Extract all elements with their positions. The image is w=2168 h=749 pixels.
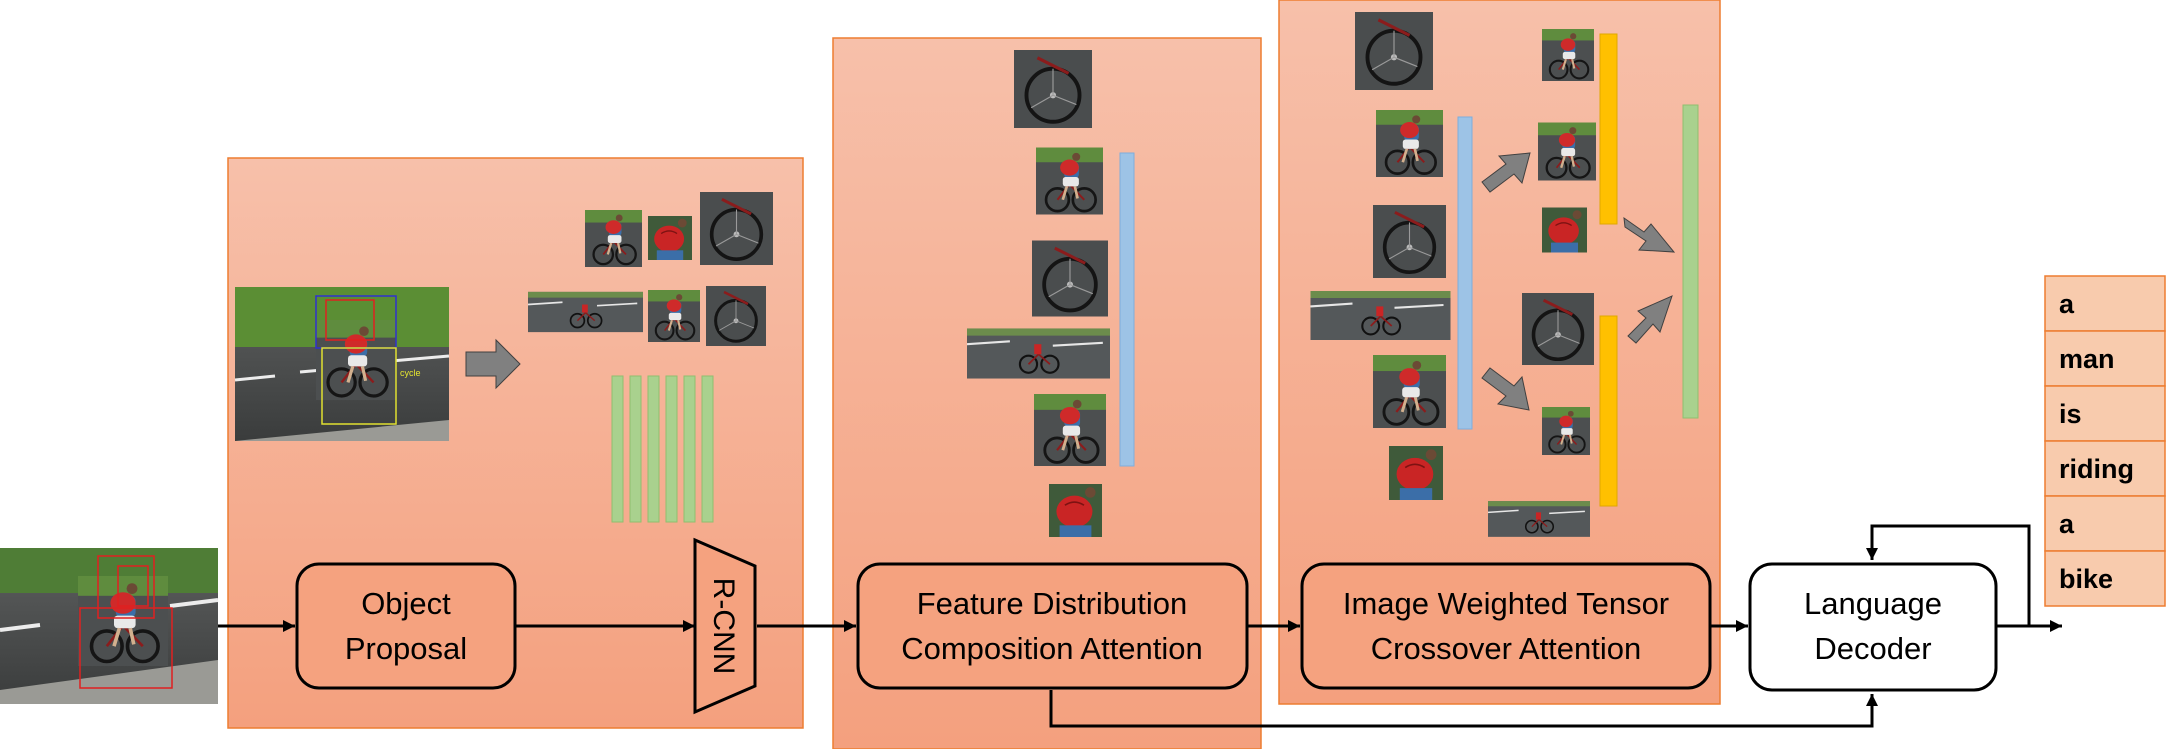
iwtca-blue-bar bbox=[1457, 116, 1473, 430]
iwtca-yellow-bar-lower bbox=[1599, 315, 1618, 507]
caption-word-cell: riding bbox=[2044, 440, 2166, 497]
iwtca-module: Image Weighted Tensor Crossover Attentio… bbox=[1300, 562, 1712, 690]
caption-word-box bbox=[2044, 550, 2166, 607]
rcnn-label: R-CNN bbox=[707, 578, 740, 675]
detection-class-label: cycle bbox=[400, 368, 421, 378]
language-decoder-module: Language Decoder bbox=[1748, 562, 1998, 692]
caption-word-box bbox=[2044, 330, 2166, 387]
caption-word-box bbox=[2044, 495, 2166, 552]
caption-word: riding bbox=[2059, 454, 2134, 484]
iwtca-yellow-bar-upper bbox=[1599, 33, 1618, 225]
input-image bbox=[0, 548, 219, 704]
fdca-line1: Feature Distribution bbox=[917, 586, 1188, 621]
iwtca-line1: Image Weighted Tensor bbox=[1343, 586, 1669, 621]
caption-word: is bbox=[2059, 399, 2082, 429]
proposal-feature-bars bbox=[611, 375, 714, 523]
caption-word-box bbox=[2044, 385, 2166, 442]
fdca-line2: Composition Attention bbox=[901, 631, 1203, 666]
caption-word: bike bbox=[2059, 564, 2113, 594]
fdca-feature-bar bbox=[1119, 152, 1135, 467]
caption-word-cell: bike bbox=[2044, 550, 2166, 607]
caption-word-cell: a bbox=[2044, 275, 2166, 332]
block-arrow-icon bbox=[1623, 216, 1676, 253]
caption-word-cell: a bbox=[2044, 495, 2166, 552]
caption-word: man bbox=[2059, 344, 2115, 374]
object-proposal-line2: Proposal bbox=[345, 631, 467, 666]
block-arrow-icon bbox=[1481, 152, 1531, 193]
block-arrow-icon bbox=[1481, 367, 1530, 411]
flow-connectors bbox=[218, 524, 2062, 728]
rcnn-module: R-CNN bbox=[693, 537, 757, 715]
caption-word: a bbox=[2059, 289, 2075, 319]
caption-word-cell: man bbox=[2044, 330, 2166, 387]
block-arrow-icon bbox=[465, 338, 521, 390]
object-proposal-module: Object Proposal bbox=[295, 562, 517, 690]
decoder-line2: Decoder bbox=[1814, 631, 1931, 666]
output-caption: a man is riding a bike bbox=[2044, 275, 2166, 607]
iwtca-green-bar bbox=[1682, 104, 1699, 419]
caption-word-box bbox=[2044, 440, 2166, 497]
object-proposal-line1: Object bbox=[361, 586, 451, 621]
block-arrow-icon bbox=[1627, 295, 1673, 344]
fdca-module: Feature Distribution Composition Attenti… bbox=[856, 562, 1249, 690]
iwtca-line2: Crossover Attention bbox=[1371, 631, 1642, 666]
decoder-line1: Language bbox=[1804, 586, 1942, 621]
caption-word: a bbox=[2059, 509, 2075, 539]
caption-word-cell: is bbox=[2044, 385, 2166, 442]
proposal-detection-image: cycle bbox=[234, 287, 450, 441]
